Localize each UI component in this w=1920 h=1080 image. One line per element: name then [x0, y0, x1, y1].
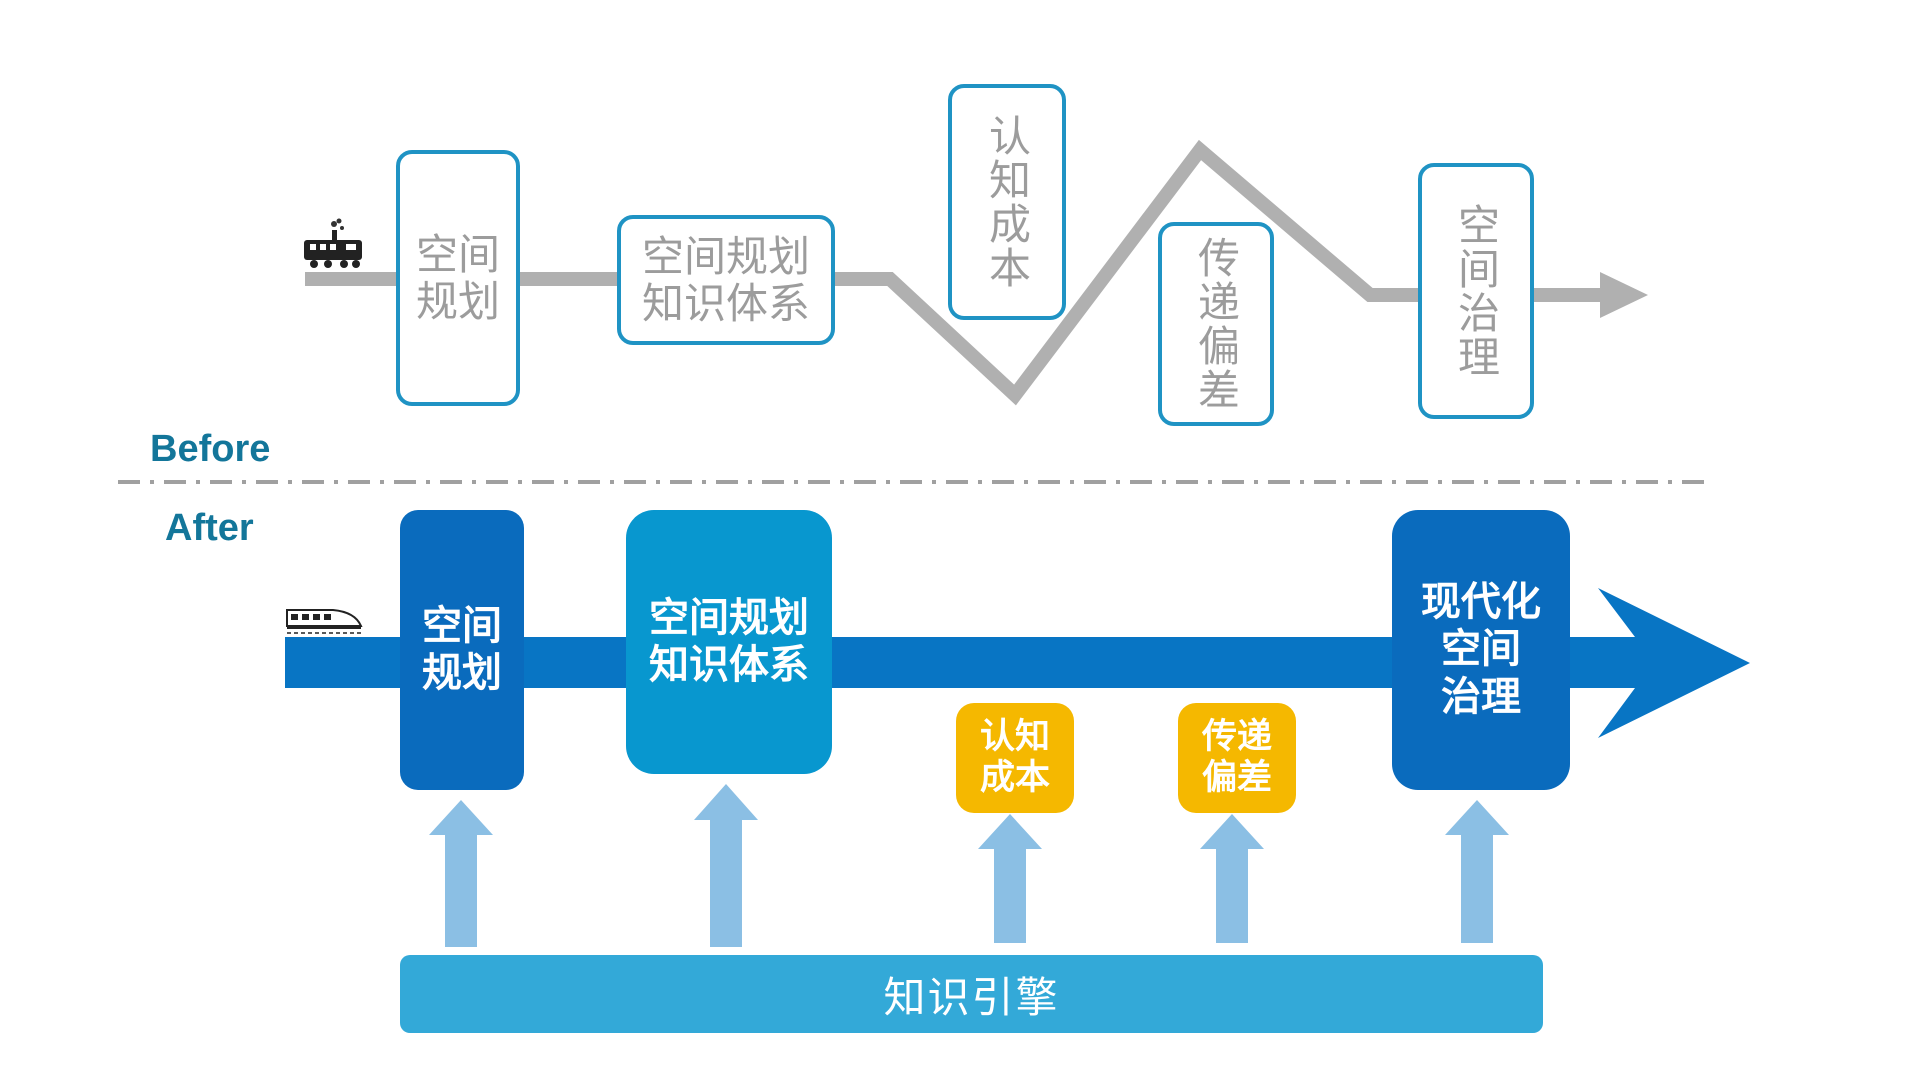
after-main-arrow: [285, 588, 1750, 738]
after-box-modern-governance: 现代化 空间 治理: [1392, 510, 1570, 790]
before-box-transmission-deviation: 传递偏差: [1158, 222, 1274, 426]
up-arrow-modern-governance: [1445, 800, 1509, 943]
before-box-transmission-deviation-label: 传递偏差: [1191, 236, 1241, 412]
after-box-knowledge-system: 空间规划 知识体系: [626, 510, 832, 774]
before-box-knowledge-system-label: 空间规划 知识体系: [641, 231, 810, 328]
after-box-cognitive-cost-label: 认知 成本: [979, 716, 1050, 798]
up-arrow-cognitive-cost: [978, 814, 1042, 943]
after-box-transmission-deviation: 传递 偏差: [1178, 703, 1296, 813]
after-box-space-planning: 空间 规划: [400, 510, 524, 790]
before-box-space-planning: 空间 规划: [396, 150, 520, 406]
knowledge-engine-label: 知识引擎: [883, 972, 1060, 1022]
before-box-space-governance-label: 空间治理: [1451, 203, 1501, 379]
up-arrows: [429, 784, 1509, 947]
before-box-cognitive-cost: 认知成本: [948, 84, 1066, 320]
before-box-space-governance: 空间治理: [1418, 163, 1534, 419]
after-box-transmission-deviation-label: 传递 偏差: [1201, 716, 1272, 798]
up-arrow-space-planning: [429, 800, 493, 947]
steam-train-icon: [304, 218, 362, 268]
after-box-modern-governance-label: 现代化 空间 治理: [1421, 579, 1541, 720]
after-box-knowledge-system-label: 空间规划 知识体系: [649, 594, 809, 688]
before-path-arrowhead: [1600, 272, 1648, 318]
after-label: After: [165, 507, 254, 549]
before-box-cognitive-cost-label: 认知成本: [982, 114, 1032, 290]
up-arrow-transmission-deviation: [1200, 814, 1264, 943]
before-box-space-planning-label: 空间 规划: [415, 229, 500, 326]
before-label: Before: [150, 428, 271, 470]
bullet-train-icon: [286, 609, 363, 634]
knowledge-engine-bar: 知识引擎: [400, 955, 1543, 1033]
after-box-space-planning-label: 空间 规划: [422, 602, 502, 696]
up-arrow-knowledge-system: [694, 784, 758, 947]
before-box-knowledge-system: 空间规划 知识体系: [617, 215, 835, 345]
after-box-cognitive-cost: 认知 成本: [956, 703, 1074, 813]
